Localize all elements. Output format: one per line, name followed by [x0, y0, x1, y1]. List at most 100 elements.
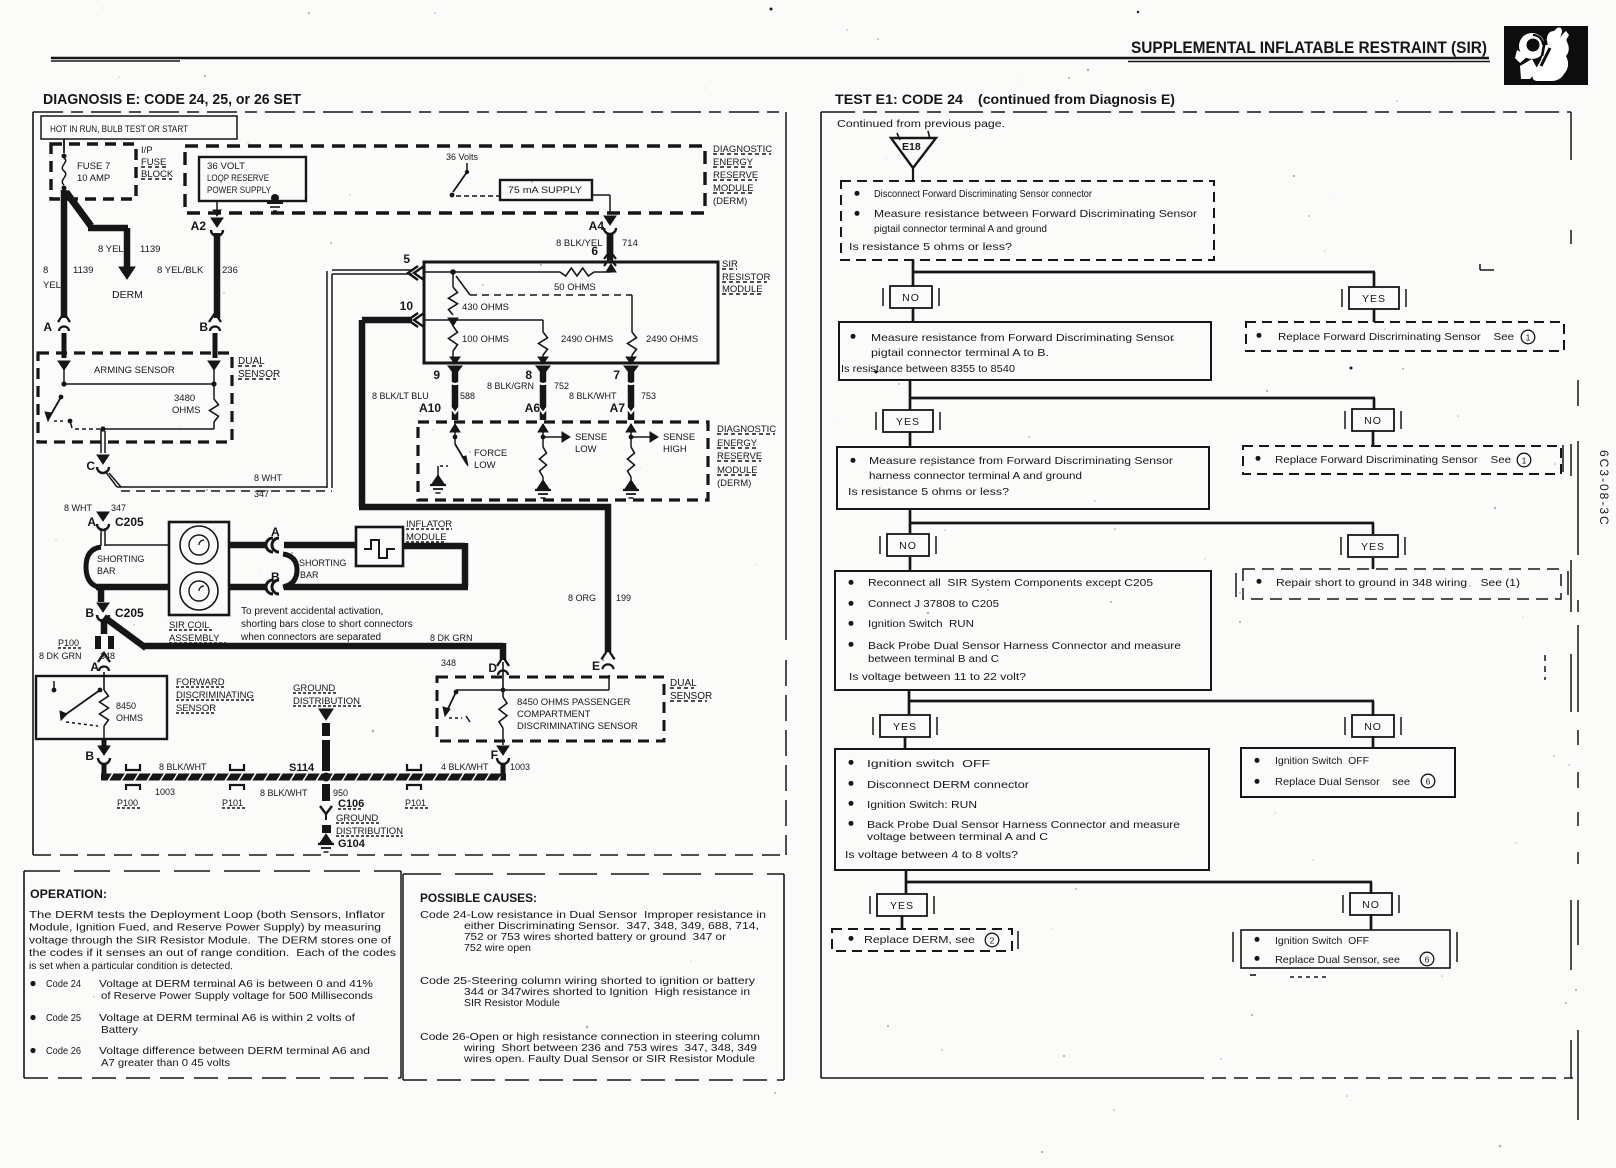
svg-text:C: C [86, 459, 95, 473]
svg-text:C106: C106 [338, 798, 364, 810]
svg-text:1139: 1139 [73, 265, 93, 276]
svg-text:F: F [491, 748, 498, 762]
svg-text:4 BLK/WHT: 4 BLK/WHT [441, 762, 489, 772]
svg-text:HIGH: HIGH [663, 444, 687, 455]
svg-text:8 BLK/YEL: 8 BLK/YEL [556, 238, 602, 249]
svg-text:DIAGNOSTIC: DIAGNOSTIC [713, 144, 772, 155]
svg-text:347: 347 [254, 489, 269, 499]
svg-text:COMPARTMENT: COMPARTMENT [517, 709, 591, 720]
svg-text:Code 25-Steering column wiring: Code 25-Steering column wiring shorted t… [420, 976, 756, 987]
svg-text:MODULE: MODULE [406, 532, 447, 543]
svg-text:3480: 3480 [174, 393, 195, 404]
svg-text:LOW: LOW [575, 444, 597, 455]
svg-text:50 OHMS: 50 OHMS [554, 282, 596, 293]
svg-text:Code 26: Code 26 [46, 1046, 81, 1057]
svg-text:2: 2 [990, 935, 995, 945]
svg-text:Replace Forward Discriminating: Replace Forward Discriminating Sensor Se… [1275, 455, 1511, 466]
svg-text:FORWARD: FORWARD [176, 677, 225, 688]
svg-text:Measure resistance between For: Measure resistance between Forward Discr… [874, 209, 1198, 220]
svg-text:8 BLK/WHT: 8 BLK/WHT [260, 788, 308, 798]
svg-text:Code 26-Open or high resistanc: Code 26-Open or high resistance connecti… [420, 1032, 760, 1043]
svg-text:1003: 1003 [510, 762, 530, 772]
svg-text:SENSOR: SENSOR [238, 369, 280, 380]
svg-text:6: 6 [1426, 776, 1431, 786]
svg-text:714: 714 [622, 238, 638, 249]
svg-text:YES: YES [1362, 293, 1386, 305]
svg-text:SIR: SIR [722, 259, 738, 270]
svg-text:E: E [592, 659, 600, 673]
svg-text:Is voltage between 11 to 22 vo: Is voltage between 11 to 22 volt? [849, 672, 1026, 683]
svg-text:Is resistance 5 ohms or less?: Is resistance 5 ohms or less? [848, 487, 1009, 498]
svg-text:(continued from Diagnosis E): (continued from Diagnosis E) [978, 91, 1175, 107]
svg-text:P101: P101 [222, 798, 243, 808]
svg-text:pigtail connector terminal A t: pigtail connector terminal A to B. [871, 348, 1049, 359]
svg-text:OPERATION:: OPERATION: [30, 887, 107, 901]
svg-text:347: 347 [111, 503, 126, 513]
svg-text:A: A [90, 660, 99, 674]
svg-text:Reconnect all SIR System Comp: Reconnect all SIR System Components exce… [868, 578, 1153, 589]
svg-text:SENSE: SENSE [663, 432, 695, 443]
svg-text:DUAL: DUAL [238, 356, 265, 367]
svg-text:950: 950 [333, 788, 348, 798]
svg-text:A4: A4 [589, 219, 605, 233]
svg-text:A: A [87, 515, 96, 529]
svg-text:8450 OHMS PASSENGER: 8450 OHMS PASSENGER [517, 697, 630, 708]
svg-text:752 wire open: 752 wire open [464, 943, 531, 954]
svg-text:Voltage at DERM terminal A6 is: Voltage at DERM terminal A6 is between 0… [99, 979, 373, 990]
svg-text:DISCRIMINATING: DISCRIMINATING [176, 690, 254, 701]
svg-text:Replace Dual Sensor see: Replace Dual Sensor see [1275, 777, 1410, 788]
svg-text:36 VOLT: 36 VOLT [207, 161, 245, 172]
svg-text:SENSOR: SENSOR [670, 691, 712, 702]
svg-text:1139: 1139 [140, 244, 160, 255]
svg-text:8: 8 [525, 368, 532, 382]
svg-text:LOOP RESERVE: LOOP RESERVE [207, 173, 269, 184]
svg-text:Continued from previous page.: Continued from previous page. [837, 118, 1005, 130]
svg-text:6: 6 [591, 244, 598, 258]
svg-text:G104: G104 [338, 838, 366, 850]
svg-text:MODULE: MODULE [722, 284, 763, 295]
svg-text:Ignition Switch OFF: Ignition Switch OFF [1275, 756, 1369, 767]
svg-text:8 WHT: 8 WHT [64, 503, 93, 513]
svg-text:NO: NO [1364, 721, 1382, 733]
svg-text:(DERM): (DERM) [717, 478, 751, 489]
svg-text:Ignition switch OFF: Ignition switch OFF [867, 759, 990, 770]
svg-text:8 DK GRN: 8 DK GRN [430, 633, 473, 643]
svg-text:753: 753 [641, 391, 656, 401]
svg-text:A7 greater than 0 45 volts: A7 greater than 0 45 volts [101, 1058, 230, 1069]
svg-text:BAR: BAR [300, 570, 319, 580]
svg-text:1: 1 [1522, 455, 1527, 465]
svg-text:8: 8 [43, 265, 48, 276]
svg-text:(DERM): (DERM) [713, 196, 747, 207]
svg-text:75 mA SUPPLY: 75 mA SUPPLY [508, 185, 583, 196]
svg-text:752: 752 [554, 381, 569, 391]
svg-text:pigtail connector terminal A a: pigtail connector terminal A and ground [874, 224, 1047, 235]
svg-text:SIR Resistor Module: SIR Resistor Module [464, 998, 560, 1009]
svg-text:8450: 8450 [116, 701, 136, 711]
svg-text:DISTRIBUTION: DISTRIBUTION [336, 826, 403, 837]
svg-text:FUSE: FUSE [141, 157, 166, 168]
svg-text:430 OHMS: 430 OHMS [462, 302, 509, 313]
svg-text:1: 1 [1526, 332, 1531, 342]
svg-text:DUAL: DUAL [670, 678, 697, 689]
svg-text:8 BLK/LT BLU: 8 BLK/LT BLU [372, 391, 429, 401]
svg-text:voltage through the SIR Resist: voltage through the SIR Resistor Module.… [29, 935, 391, 946]
svg-text:5: 5 [403, 252, 410, 266]
svg-text:A10: A10 [419, 401, 441, 415]
svg-text:588: 588 [460, 391, 475, 401]
svg-text:LOW: LOW [474, 460, 496, 471]
svg-text:ENERGY: ENERGY [713, 157, 754, 168]
svg-text:Disconnect DERM connector: Disconnect DERM connector [867, 780, 1030, 791]
svg-text:8 DK GRN: 8 DK GRN [39, 651, 82, 661]
svg-text:Battery: Battery [101, 1025, 139, 1036]
svg-text:A7: A7 [610, 401, 626, 415]
svg-text:36 Volts: 36 Volts [446, 152, 479, 162]
svg-text:1003: 1003 [155, 787, 175, 797]
svg-text:SUPPLEMENTAL INFLATABLE RESTRA: SUPPLEMENTAL INFLATABLE RESTRAINT (SIR) [1131, 38, 1487, 57]
svg-text:8 BLK/WHT: 8 BLK/WHT [159, 762, 207, 772]
svg-text:SENSE: SENSE [575, 432, 607, 443]
svg-text:752 or 753 wires shorted batte: 752 or 753 wires shorted battery or grou… [464, 932, 727, 943]
svg-text:A2: A2 [191, 219, 207, 233]
svg-text:8 WHT: 8 WHT [254, 473, 283, 483]
svg-text:DISCRIMINATING SENSOR: DISCRIMINATING SENSOR [517, 721, 638, 732]
svg-text:YES: YES [1361, 541, 1385, 553]
